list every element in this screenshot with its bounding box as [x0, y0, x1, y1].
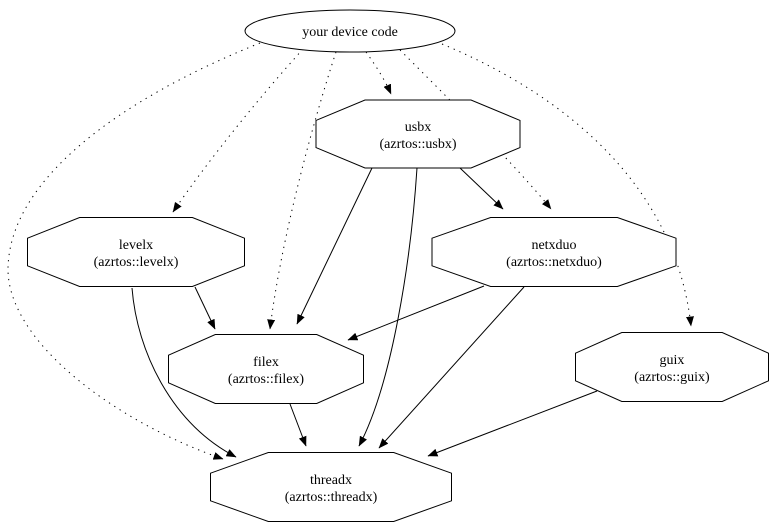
node-label-netxduo: netxduo [531, 238, 576, 253]
node-guix: guix(azrtos::guix) [575, 332, 769, 402]
node-label-levelx: levelx [119, 238, 153, 253]
node-label-filex: filex [253, 355, 279, 370]
nodes-layer: your device codeusbx(azrtos::usbx)levelx… [27, 9, 769, 522]
node-filex: filex(azrtos::filex) [168, 334, 364, 404]
node-sublabel-threadx: (azrtos::threadx) [285, 490, 378, 505]
ellipse-shape-device [244, 9, 456, 53]
node-sublabel-usbx: (azrtos::usbx) [380, 137, 457, 152]
edge-levelx-to-filex [194, 286, 216, 330]
edge-netxduo-to-threadx [378, 286, 525, 449]
node-label-usbx: usbx [405, 120, 431, 135]
octagon-shape-levelx [27, 217, 245, 287]
node-netxduo: netxduo(azrtos::netxduo) [431, 217, 677, 287]
edge-usbx-to-filex [296, 167, 373, 325]
octagon-shape-guix [575, 332, 769, 402]
octagon-shape-filex [168, 334, 364, 404]
node-sublabel-netxduo: (azrtos::netxduo) [506, 255, 602, 270]
node-label-guix: guix [660, 353, 685, 368]
octagon-shape-usbx [315, 99, 521, 169]
node-sublabel-levelx: (azrtos::levelx) [94, 255, 179, 270]
edge-device-to-usbx [365, 51, 392, 95]
edge-usbx-to-threadx [358, 167, 418, 447]
octagon-shape-threadx [210, 452, 452, 522]
node-label-threadx: threadx [310, 473, 352, 488]
node-sublabel-guix: (azrtos::guix) [634, 370, 710, 385]
edge-device-to-filex [267, 51, 337, 330]
node-levelx: levelx(azrtos::levelx) [27, 217, 245, 287]
edges-layer [7, 42, 694, 460]
node-usbx: usbx(azrtos::usbx) [315, 99, 521, 169]
node-sublabel-filex: (azrtos::filex) [228, 372, 305, 387]
edge-usbx-to-netxduo [459, 167, 504, 210]
edge-filex-to-threadx [289, 403, 307, 447]
node-threadx: threadx(azrtos::threadx) [210, 452, 452, 522]
edge-netxduo-to-filex [347, 285, 485, 341]
edge-device-to-guix [441, 43, 694, 327]
node-label-device: your device code [302, 25, 398, 40]
edge-levelx-to-threadx [131, 287, 237, 458]
edge-device-to-levelx [172, 48, 304, 213]
edge-guix-to-threadx [427, 390, 598, 457]
node-device: your device code [244, 9, 456, 53]
octagon-shape-netxduo [431, 217, 677, 287]
